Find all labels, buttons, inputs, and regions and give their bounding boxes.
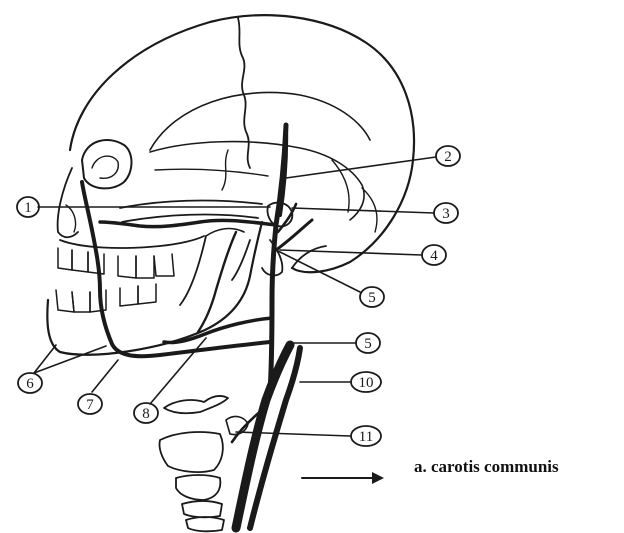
callout-3-label: 3 [442,206,450,222]
trachea-ring-2 [186,517,224,531]
leader-7 [92,360,118,392]
callout-4-label: 4 [430,248,438,264]
callout-5-upper-label: 5 [368,290,376,306]
callout-7: 7 [78,394,102,414]
leader-5a [276,250,360,292]
callout-10-label: 10 [359,375,374,391]
callout-6: 6 [18,373,42,393]
callout-8: 8 [134,403,158,423]
temporal-suture [222,150,228,190]
maxilla [60,236,204,248]
callout-5-lower: 5 [356,333,380,353]
parietal-suture [150,92,370,150]
nasal-cavity [66,205,76,232]
thyroid-cartilage [159,432,222,472]
callout-7-label: 7 [86,397,94,413]
callout-5-upper: 5 [360,287,384,307]
callout-2: 2 [436,146,460,166]
orbit-inner [92,156,118,178]
sphenoid-line [155,169,268,176]
leader-2 [286,157,436,178]
leader-4 [280,250,422,255]
squamous-suture [150,142,364,220]
hyoid-bone [164,396,228,413]
leader-3 [292,208,434,213]
callout-3: 3 [434,203,458,223]
callout-2-label: 2 [444,149,452,165]
coronoid-process [206,229,244,236]
lower-teeth [56,284,156,312]
callout-10: 10 [351,372,381,392]
cricoid-cartilage [176,475,220,500]
caption-group: a. carotis communis [302,457,559,484]
callout-1-label: 1 [24,200,32,216]
leader-8 [150,338,206,404]
upper-teeth [58,248,174,278]
callout-1: 1 [17,197,39,217]
caption-arrow-head [372,472,384,484]
occipital-base [292,246,326,268]
neck-structures [159,396,248,531]
callout-5-lower-label: 5 [364,336,372,352]
trachea-ring-1 [182,501,222,517]
callout-8-label: 8 [142,406,150,422]
common-carotid-artery [236,345,290,528]
mandible [47,222,262,355]
orbit [82,140,132,188]
occipital-artery [276,220,312,250]
facial-artery [82,182,270,356]
zygomatic-arch [120,201,262,222]
callout-6-label: 6 [26,376,34,392]
callout-11-label: 11 [359,429,373,445]
caption-label: a. carotis communis [414,457,559,476]
callout-4: 4 [422,245,446,265]
callout-11: 11 [351,426,381,446]
